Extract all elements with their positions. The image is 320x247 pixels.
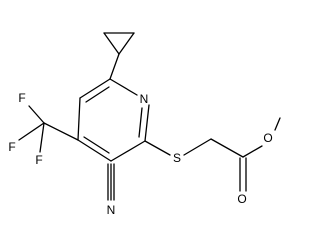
bond-n1-c2-inner xyxy=(138,107,143,138)
atom-labels: N S O O N F F F xyxy=(8,91,272,217)
bond-c2-s xyxy=(144,140,171,156)
bond-c3-c4-inner xyxy=(83,136,110,154)
bond-c4-cf3 xyxy=(43,122,79,141)
bond-cyclopropyl-2 xyxy=(103,32,120,55)
bond-o-methyl xyxy=(274,117,281,131)
bond-cyclopropyl-3 xyxy=(118,32,135,55)
cyclopropyl-group xyxy=(103,32,135,80)
atom-label-fluorine-bottom: F xyxy=(35,153,42,167)
bond-s-ch2 xyxy=(183,138,212,156)
bond-cf3-f-left xyxy=(18,122,45,141)
bond-c3-c4 xyxy=(77,139,112,162)
bond-c5-c6-inner xyxy=(85,86,110,103)
bond-ch2-carbonyl xyxy=(210,138,244,158)
molecule-diagram: N S O O N F F F xyxy=(8,32,281,217)
nitrile-group xyxy=(107,163,115,201)
atom-label-ring-nitrogen: N xyxy=(140,92,149,106)
atom-label-ester-oxygen: O xyxy=(263,131,272,145)
pyridine-ring xyxy=(77,78,150,162)
atom-label-fluorine-top: F xyxy=(18,91,25,105)
atom-label-nitrile-nitrogen: N xyxy=(107,203,116,217)
thioacetate-chain xyxy=(144,117,281,192)
bond-c2-c3 xyxy=(110,140,146,162)
bond-cf3-f-bottom xyxy=(39,122,45,153)
bond-c4-c5 xyxy=(77,97,81,141)
atom-label-fluorine-left: F xyxy=(8,140,15,154)
bond-cyclopropyl-to-ring xyxy=(109,53,120,80)
bond-n1-c2 xyxy=(144,104,150,142)
trifluoromethyl-group xyxy=(18,105,79,153)
bond-carbonyl-o-single xyxy=(242,145,263,158)
bond-cf3-f-top xyxy=(28,105,45,124)
bond-c6-n1 xyxy=(109,78,138,96)
structure-canvas: N S O O N F F F xyxy=(8,32,281,217)
atom-label-carbonyl-oxygen: O xyxy=(237,192,246,206)
atom-label-sulfur: S xyxy=(173,151,181,165)
bond-c5-c6 xyxy=(79,78,111,99)
